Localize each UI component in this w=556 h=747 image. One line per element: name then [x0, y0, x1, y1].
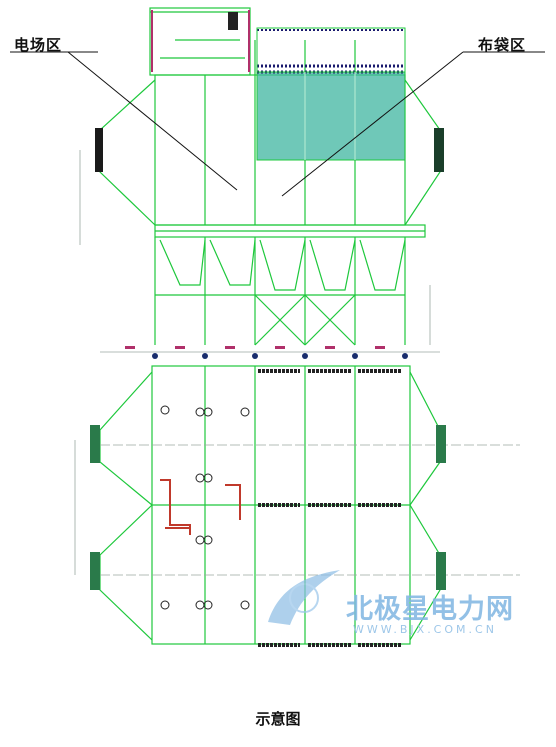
outlet-flange: [434, 128, 444, 172]
inlet-flange: [95, 128, 103, 172]
plan-inlet-flange-upper: [90, 425, 100, 463]
plan-outlet-flange-lower: [436, 552, 446, 590]
plan-outlet-hood: [409, 371, 441, 506]
elevation-view: [79, 7, 441, 353]
bag-zone-label: 布袋区: [478, 36, 527, 54]
electric-zone-label: 电场区: [14, 36, 63, 54]
watermark-star-icon: [268, 570, 340, 625]
hopper: [159, 239, 206, 286]
plan-inlet-flange-lower: [90, 552, 100, 590]
plan-inlet-hood: [99, 371, 153, 506]
watermark-url: WWW.BJX.COM.CN: [353, 623, 497, 636]
watermark-name: 北极星电力网: [346, 594, 514, 625]
plan-outlet-flange-upper: [436, 425, 446, 463]
plan-view: [74, 365, 520, 645]
bag-filter-block: [256, 27, 406, 161]
figure-caption: 示意图: [255, 710, 301, 728]
inlet-hood: [99, 79, 156, 226]
